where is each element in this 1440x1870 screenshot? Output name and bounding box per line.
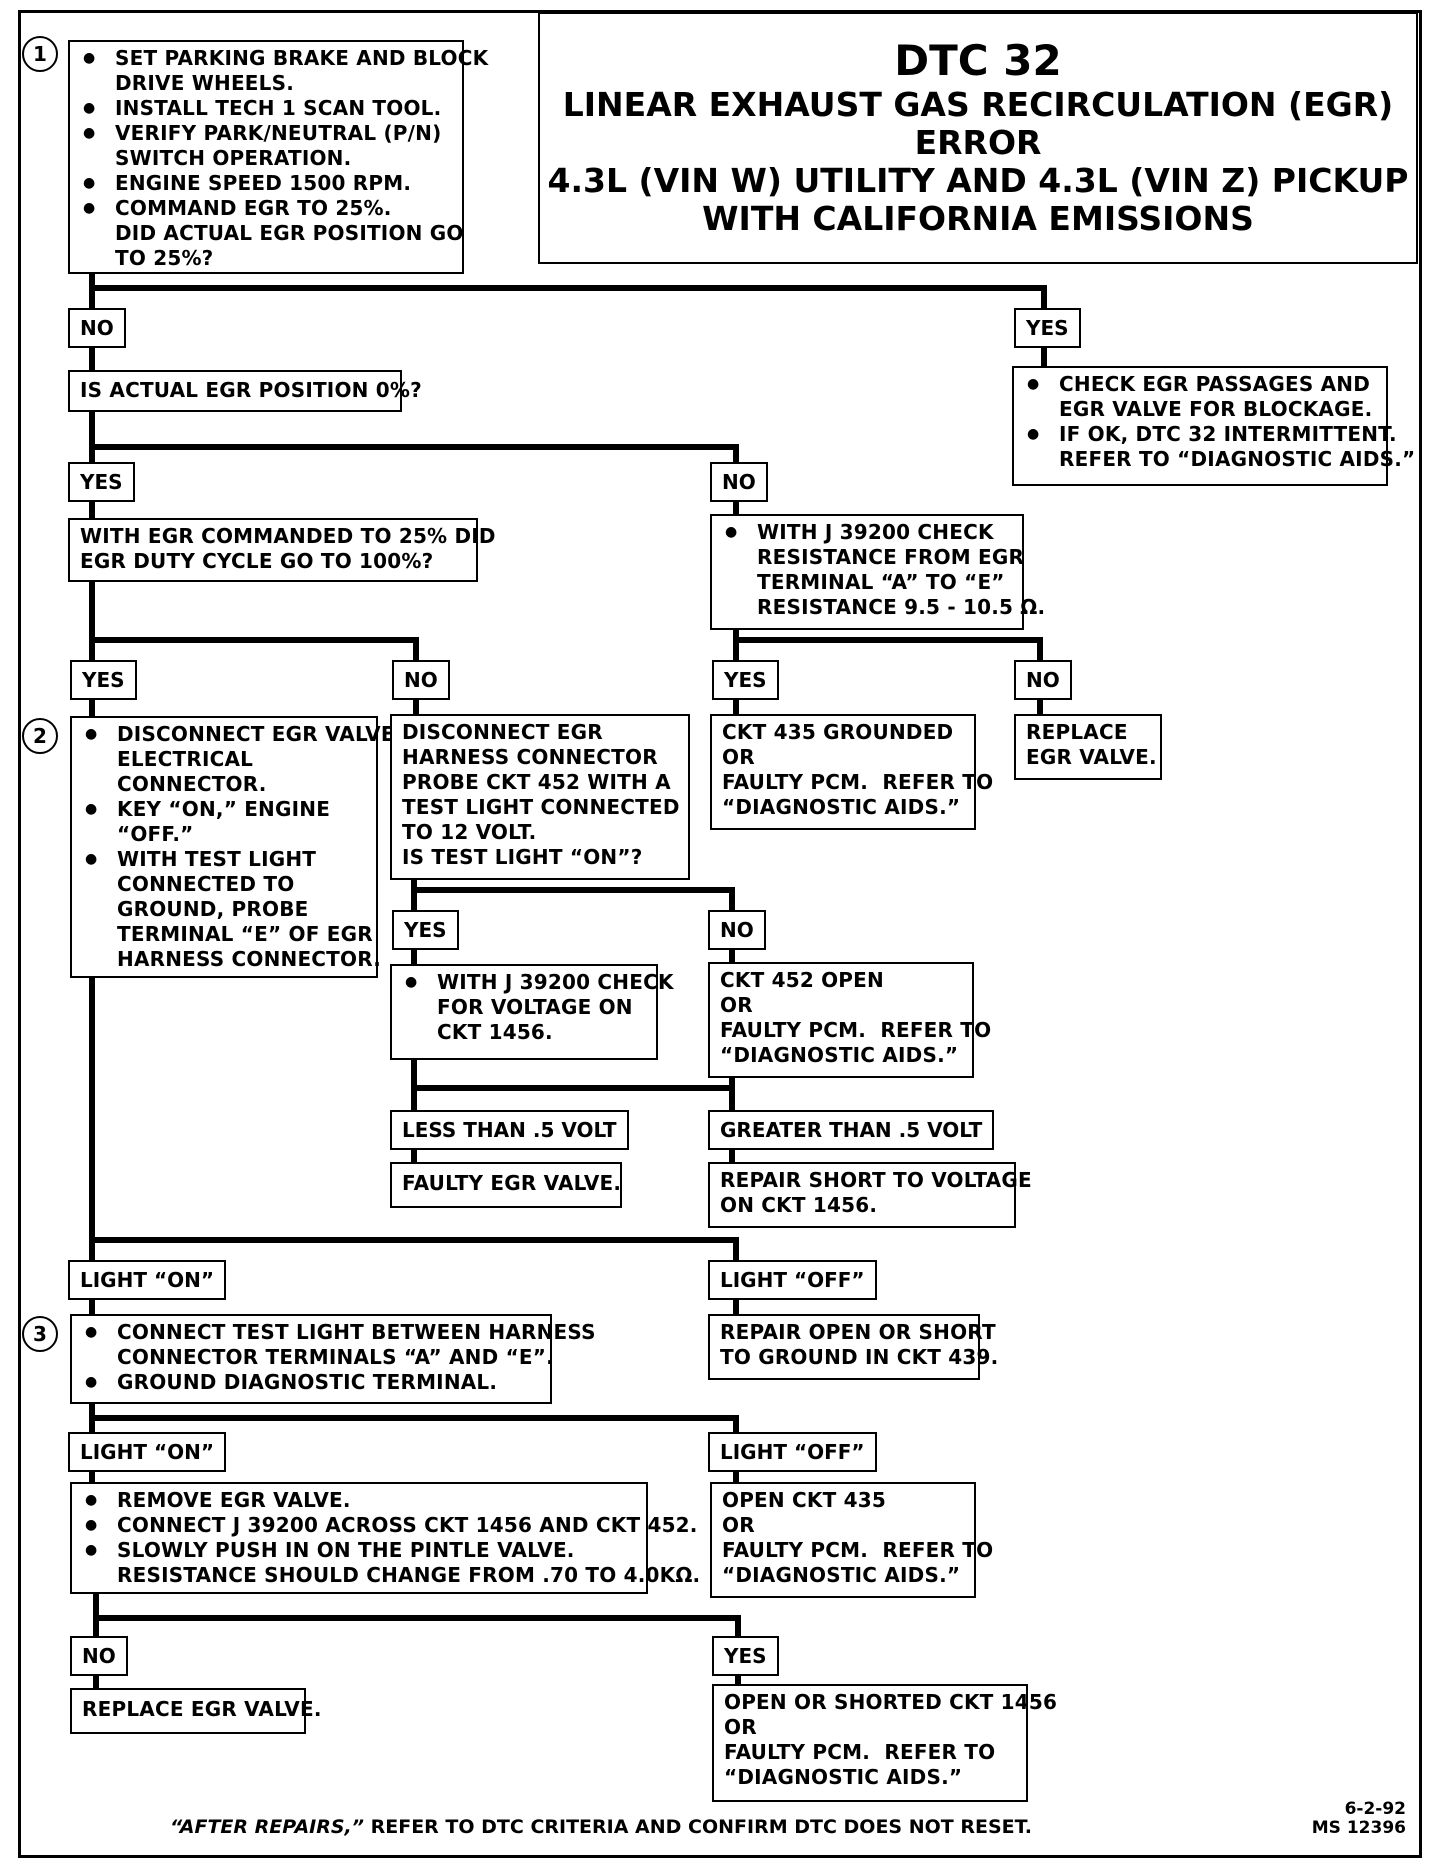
step3-item: GROUND DIAGNOSTIC TERMINAL. [82, 1370, 540, 1395]
branch-less-than: LESS THAN .5 VOLT [390, 1110, 629, 1150]
branch-yes: YES [70, 660, 137, 700]
page-frame [18, 10, 1422, 1858]
passages-item: CHECK EGR PASSAGES AND EGR VALVE FOR BLO… [1024, 372, 1376, 422]
branch-yes: YES [712, 1636, 779, 1676]
start-procedure-box: SET PARKING BRAKE AND BLOCK DRIVE WHEELS… [68, 40, 488, 274]
branch-greater-than: GREATER THAN .5 VOLT [708, 1110, 995, 1150]
step2-box: DISCONNECT EGR VALVE ELECTRICAL CONNECTO… [70, 716, 395, 978]
title-line-2: ERROR [914, 123, 1042, 162]
voltage-item: WITH J 39200 CHECK FOR VOLTAGE ON CKT 14… [402, 970, 673, 1045]
step3-item: CONNECT TEST LIGHT BETWEEN HARNESS CONNE… [82, 1320, 596, 1370]
remove-item: SLOWLY PUSH IN ON THE PINTLE VALVE. RESI… [82, 1538, 700, 1588]
check-passages-box: CHECK EGR PASSAGES AND EGR VALVE FOR BLO… [1012, 366, 1415, 486]
after-repairs-note: “AFTER REPAIRS,” REFER TO DTC CRITERIA A… [170, 1816, 1032, 1838]
after-repairs-emphasis: “AFTER REPAIRS,” [170, 1816, 364, 1838]
step2-item: WITH TEST LIGHT CONNECTED TO GROUND, PRO… [82, 847, 381, 972]
branch-light-off: LIGHT “OFF” [708, 1260, 877, 1300]
branch-no: NO [710, 462, 768, 502]
document-number: MS 12396 [1311, 1818, 1406, 1838]
dtc-title: DTC 32 [894, 36, 1062, 85]
start-item: ENGINE SPEED 1500 RPM. [80, 171, 452, 196]
start-item: SET PARKING BRAKE AND BLOCK DRIVE WHEELS… [80, 46, 488, 96]
branch-no: NO [68, 308, 126, 348]
replace-valve-box: REPLACE EGR VALVE. [1014, 714, 1162, 780]
document-code: 6-2-92 MS 12396 [1312, 1800, 1406, 1838]
resistance-item: WITH J 39200 CHECK RESISTANCE FROM EGR T… [722, 520, 1045, 620]
branch-light-on: LIGHT “ON” [68, 1432, 226, 1472]
document-date: 6-2-92 [1344, 1799, 1406, 1819]
remove-item: REMOVE EGR VALVE. [82, 1488, 636, 1513]
ckt452-open-box: CKT 452 OPEN OR FAULTY PCM. REFER TO “DI… [708, 962, 991, 1078]
question-duty-cycle: WITH EGR COMMANDED TO 25% DID EGR DUTY C… [68, 518, 496, 582]
step-marker-1: 1 [22, 36, 58, 72]
branch-yes: YES [1014, 308, 1081, 348]
start-item: INSTALL TECH 1 SCAN TOOL. [80, 96, 452, 121]
repair-open-box: REPAIR OPEN OR SHORT TO GROUND IN CKT 43… [708, 1314, 998, 1380]
step2-item: KEY “ON,” ENGINE “OFF.” [82, 797, 366, 847]
remove-valve-box: REMOVE EGR VALVE. CONNECT J 39200 ACROSS… [70, 1482, 700, 1594]
start-item: COMMAND EGR TO 25%. DID ACTUAL EGR POSIT… [80, 196, 463, 271]
check-resistance-box: WITH J 39200 CHECK RESISTANCE FROM EGR T… [710, 514, 1045, 630]
passages-item: IF OK, DTC 32 INTERMITTENT. REFER TO “DI… [1024, 422, 1415, 472]
check-voltage-box: WITH J 39200 CHECK FOR VOLTAGE ON CKT 14… [390, 964, 673, 1060]
branch-yes: YES [68, 462, 135, 502]
branch-no: NO [392, 660, 450, 700]
branch-no: NO [70, 1636, 128, 1676]
branch-no: NO [1014, 660, 1072, 700]
question-position-zero: IS ACTUAL EGR POSITION 0%? [68, 370, 422, 412]
branch-no: NO [708, 910, 766, 950]
branch-light-on: LIGHT “ON” [68, 1260, 226, 1300]
repair-short-box: REPAIR SHORT TO VOLTAGE ON CKT 1456. [708, 1162, 1032, 1228]
step-marker-2: 2 [22, 718, 58, 754]
replace-valve-final-box: REPLACE EGR VALVE. [70, 1688, 321, 1734]
step-marker-3: 3 [22, 1316, 58, 1352]
step2-item: DISCONNECT EGR VALVE ELECTRICAL CONNECTO… [82, 722, 395, 797]
title-block: DTC 32 LINEAR EXHAUST GAS RECIRCULATION … [538, 12, 1418, 264]
ckt435-grounded-box: CKT 435 GROUNDED OR FAULTY PCM. REFER TO… [710, 714, 993, 830]
faulty-valve-box: FAULTY EGR VALVE. [390, 1162, 622, 1208]
open-ckt435-box: OPEN CKT 435 OR FAULTY PCM. REFER TO “DI… [710, 1482, 993, 1598]
title-line-3: 4.3L (VIN W) UTILITY AND 4.3L (VIN Z) PI… [547, 161, 1409, 200]
branch-light-off: LIGHT “OFF” [708, 1432, 877, 1472]
title-line-1: LINEAR EXHAUST GAS RECIRCULATION (EGR) [562, 85, 1394, 124]
step3-box: CONNECT TEST LIGHT BETWEEN HARNESS CONNE… [70, 1314, 596, 1404]
start-item: VERIFY PARK/NEUTRAL (P/N) SWITCH OPERATI… [80, 121, 452, 171]
title-line-4: WITH CALIFORNIA EMISSIONS [702, 199, 1254, 238]
disconnect-harness-box: DISCONNECT EGR HARNESS CONNECTOR PROBE C… [390, 714, 690, 880]
branch-yes: YES [712, 660, 779, 700]
open-shorted-1456-box: OPEN OR SHORTED CKT 1456 OR FAULTY PCM. … [712, 1684, 1057, 1802]
branch-yes: YES [392, 910, 459, 950]
remove-item: CONNECT J 39200 ACROSS CKT 1456 AND CKT … [82, 1513, 697, 1538]
after-repairs-text: REFER TO DTC CRITERIA AND CONFIRM DTC DO… [364, 1816, 1032, 1838]
